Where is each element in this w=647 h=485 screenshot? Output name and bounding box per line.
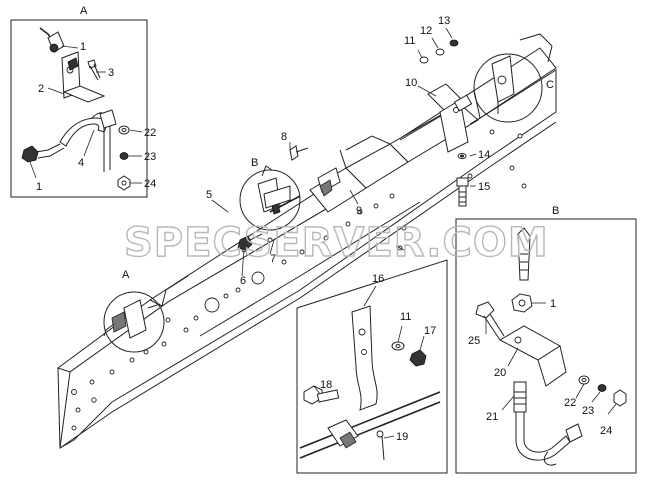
callout-10: 10 [405,77,417,89]
watermark: SPECSERVER.COM [124,220,549,266]
callout-23: 23 [582,405,594,417]
callout-11: 11 [400,311,411,323]
callout-16: 16 [372,273,384,285]
callout-25: 25 [468,335,480,347]
leader-lines [29,27,617,439]
callout-5: 5 [206,189,212,201]
detail-a-circle [103,291,165,353]
callout-1: 1 [36,181,42,193]
callout-4: 4 [78,157,84,169]
callout-19: 19 [396,431,408,443]
callout-1: 1 [550,298,556,310]
callout-9: 9 [356,205,362,217]
callout-23: 23 [144,151,156,163]
callout-7: 7 [270,253,276,265]
callout-label: A [122,269,130,281]
callout-1: 1 [80,41,86,53]
callout-2: 2 [38,83,44,95]
callout-label: B [552,205,559,217]
callout-8: 8 [281,131,287,143]
callout-22: 22 [564,397,576,409]
callout-14: 14 [478,149,490,161]
callout-numbers: 1 2 3 4 22 23 24 1 5 6 7 8 9 10 11 12 13… [36,15,612,443]
callout-label: B [251,157,258,169]
callout-24: 24 [600,425,612,437]
pipe-assembly [269,39,481,213]
callout-24: 24 [144,178,156,190]
callout-label: C [546,79,554,91]
callout-13: 13 [438,15,450,27]
detail-c-circle [473,53,543,123]
callout-15: 15 [478,181,490,193]
callout-6: 6 [240,275,246,287]
callout-12: 12 [420,25,432,37]
nut-6 [237,233,263,251]
inset-b [455,218,637,474]
callout-21: 21 [486,411,498,423]
callout-22: 22 [144,127,156,139]
detail-b-circle [239,165,301,231]
flange-holes [71,129,527,431]
callout-label: A [80,5,88,17]
callout-18: 18 [320,379,332,391]
callout-3: 3 [108,67,114,79]
callout-11: 11 [404,35,415,47]
callout-20: 20 [494,367,506,379]
callout-17: 17 [424,325,436,337]
inset-a [10,19,148,198]
